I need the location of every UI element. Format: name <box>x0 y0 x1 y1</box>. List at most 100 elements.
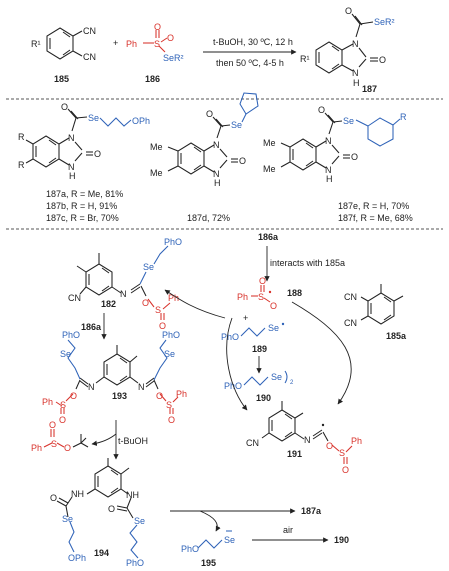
r1-prod: R¹ <box>300 54 310 64</box>
s-193-left: S <box>60 400 66 410</box>
se-190: Se <box>271 372 282 382</box>
n-ex1-2: N <box>68 162 75 172</box>
ph-193-right: Ph <box>176 389 187 399</box>
intermediate-182: CN N Se PhO O S Ph O 182 <box>68 237 182 331</box>
h-ex2: H <box>214 178 221 188</box>
o-186b: O <box>167 33 174 43</box>
condition-2: then 50 ºC, 4-5 h <box>216 58 284 68</box>
diselenide-190: PhO Se 2 190 <box>224 370 294 403</box>
me-ex2-1: Me <box>150 142 163 152</box>
s-byprod: S <box>51 439 57 449</box>
s-186: S <box>154 39 160 49</box>
reagent-186: Ph S O O SeR² 186 <box>126 22 184 84</box>
label-185: 185 <box>54 74 69 84</box>
cn-185a-2: CN <box>344 318 357 328</box>
ex3-line-2: 187f, R = Me, 68% <box>338 213 413 223</box>
oph-ex1: OPh <box>132 116 150 126</box>
o2-193-right: O <box>168 415 175 425</box>
o2-byprod: O <box>64 443 71 453</box>
h-ex1: H <box>69 171 76 181</box>
n-193-right: N <box>138 382 145 392</box>
product-187: N N H O O SeR² R¹ 187 <box>300 6 395 94</box>
se-193-right: Se <box>164 349 175 359</box>
nh-194-right: NH <box>126 490 139 500</box>
label-188: 188 <box>287 288 302 298</box>
label-194: 194 <box>94 548 109 558</box>
o-182: O <box>142 298 149 308</box>
se-r2-186: SeR² <box>163 53 184 63</box>
r-top: R <box>18 132 25 142</box>
ph-191: Ph <box>351 436 362 446</box>
o-ex1-acyl: O <box>61 102 68 112</box>
se-189: Se <box>268 323 279 333</box>
n-ex1-1: N <box>68 133 75 143</box>
label-187a: 187a <box>301 506 322 516</box>
label-190: 190 <box>256 393 271 403</box>
tbuoh-label: t-BuOH <box>118 436 148 446</box>
example-187d: Me Me N N H O O Se 187d, 72% <box>150 92 259 223</box>
radical-188: Ph S O O 188 <box>237 276 302 311</box>
pho-193-left: PhO <box>62 330 80 340</box>
ex1-line-2: 187b, R = H, 91% <box>46 201 117 211</box>
n-prod-1: N <box>352 39 359 49</box>
se-193-left: Se <box>60 349 71 359</box>
label-186a-left: 186a <box>81 322 102 332</box>
air-label: air <box>283 525 293 535</box>
se-ex2: Se <box>231 120 242 130</box>
plus-sign: + <box>113 38 118 48</box>
o-ex2-acyl: O <box>206 109 213 119</box>
o-ex1-urea: O <box>94 149 101 159</box>
n-prod-2: N <box>352 68 359 78</box>
n-191: N <box>304 435 311 445</box>
example-187a-c: R R N N H O O Se OPh 187a, R = Me, 81% 1… <box>18 102 150 223</box>
label-185a: 185a <box>386 331 407 341</box>
pho-182: PhO <box>164 237 182 247</box>
o-188b: O <box>270 301 277 311</box>
o-191: O <box>326 441 333 451</box>
ph-193-left: Ph <box>42 397 53 407</box>
o2-193-left: O <box>59 415 66 425</box>
label-193: 193 <box>112 391 127 401</box>
me-ex3-2: Me <box>263 164 276 174</box>
ph-byprod: Ph <box>31 443 42 453</box>
o-188a: O <box>259 276 266 286</box>
oph-194-left: OPh <box>68 553 86 563</box>
s-191: S <box>339 448 345 458</box>
ex2-line: 187d, 72% <box>187 213 230 223</box>
o2-191: O <box>342 465 349 475</box>
n-ex3-2: N <box>325 165 332 175</box>
cn-191: CN <box>246 438 259 448</box>
ph-182: Ph <box>168 293 179 303</box>
label-182: 182 <box>101 299 116 309</box>
se-r2-prod: SeR² <box>374 17 395 27</box>
ph-188: Ph <box>237 292 248 302</box>
me-ex3-1: Me <box>263 138 276 148</box>
n-ex2-2: N <box>213 169 220 179</box>
se-194-right: Se <box>134 516 145 526</box>
o-ex2-urea: O <box>239 156 246 166</box>
cn-b: CN <box>83 52 96 62</box>
se-195: Se <box>224 535 235 545</box>
pho-193-right: PhO <box>162 330 180 340</box>
cn-a: CN <box>83 26 96 36</box>
cn-182: CN <box>68 293 81 303</box>
intermediate-191: CN N O S Ph O 191 <box>246 401 362 475</box>
se-ex1: Se <box>88 113 99 123</box>
me-ex2-2: Me <box>150 168 163 178</box>
o-ex3-acyl: O <box>318 105 325 115</box>
ex1-line-3: 187c, R = Br, 70% <box>46 213 119 223</box>
interacts-label: interacts with 185a <box>270 258 345 268</box>
sub-190: 2 <box>290 380 294 386</box>
intermediate-194: NH NH O O Se OPh Se PhO 194 <box>50 458 145 568</box>
o-prod-urea: O <box>379 55 386 65</box>
se-194-left: Se <box>62 514 73 524</box>
o-ex3-urea: O <box>351 152 358 162</box>
reactant-185a: CN CN 185a <box>344 284 407 341</box>
n-182: N <box>120 289 127 299</box>
nh-194-left: NH <box>71 489 84 499</box>
se-182: Se <box>143 262 154 272</box>
n-ex3-1: N <box>325 136 332 146</box>
o-194-right: O <box>108 504 115 514</box>
h-ex3: H <box>326 174 333 184</box>
o-193-right: O <box>156 391 163 401</box>
